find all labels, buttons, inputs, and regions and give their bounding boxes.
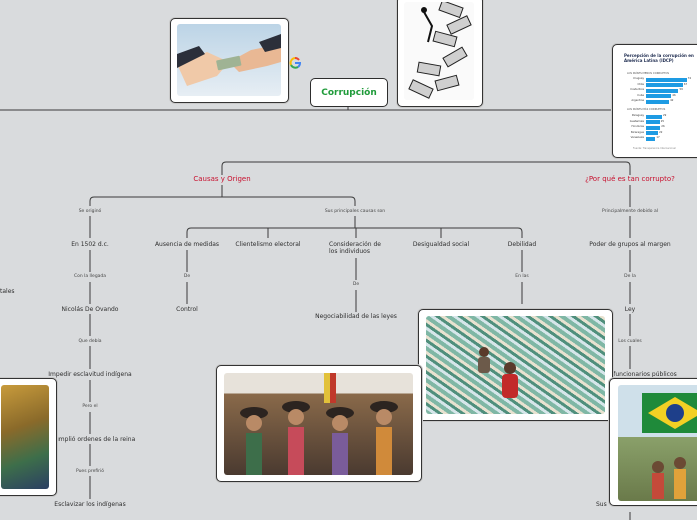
node-impedir[interactable]: Impedir esclavitud indígena xyxy=(48,371,131,378)
infographic-country-label: Honduras xyxy=(632,125,644,128)
infographic-row: Cuba 46 xyxy=(621,94,697,99)
infographic-country-label: Venezuela xyxy=(631,136,644,139)
node-de-1[interactable]: De xyxy=(184,274,190,279)
handshake-image-card[interactable] xyxy=(170,18,289,103)
handshake-image xyxy=(177,24,281,96)
infographic-country-label: Nicaragua xyxy=(631,131,644,134)
node-de-2[interactable]: De xyxy=(353,282,359,287)
infographic-country-label: Paraguay xyxy=(632,114,644,117)
infographic-bar xyxy=(646,131,658,135)
infographic-value-label: 74 xyxy=(688,77,691,80)
infographic-country-label: Chile xyxy=(638,83,645,86)
branch-title-causes[interactable]: Causas y Origen xyxy=(193,175,250,183)
protest-image xyxy=(224,373,413,475)
infographic-bar xyxy=(646,83,683,87)
node-esclavizar[interactable]: Esclavizar los indígenas xyxy=(54,501,125,508)
infographic-value-label: 42 xyxy=(670,99,673,102)
node-clientelismo[interactable]: Clientelismo electoral xyxy=(235,241,300,248)
node-pues-prefirio[interactable]: Pues prefirió xyxy=(76,469,104,474)
infographic-bar xyxy=(646,120,660,124)
infographic-footer: Fuente: Transparencia Internacional xyxy=(633,147,676,150)
node-tales[interactable]: tales xyxy=(0,288,15,295)
bottles-image-card[interactable] xyxy=(418,309,613,421)
node-debilidad[interactable]: Debilidad xyxy=(508,241,536,248)
bottles-image xyxy=(426,316,605,414)
brazil-protest-image xyxy=(618,385,697,501)
infographic-card[interactable]: Percepción de la corrupción en América L… xyxy=(612,44,697,158)
infographic-value-label: 17 xyxy=(656,136,659,139)
group1-heading: LOS PAÍSES MENOS CORRUPTOS xyxy=(627,72,669,75)
infographic-bar xyxy=(646,100,669,104)
node-que-debia[interactable]: Que debía xyxy=(78,339,101,344)
brazil-protest-card[interactable] xyxy=(609,378,697,506)
money-cartoon-card[interactable] xyxy=(397,0,483,107)
infographic-row: Argentina 42 xyxy=(621,99,697,104)
infographic-row: Chile 67 xyxy=(621,83,697,88)
node-de-la[interactable]: De la xyxy=(624,274,636,279)
google-icon[interactable] xyxy=(289,54,301,66)
infographic-value-label: 59 xyxy=(679,88,682,91)
infographic-value-label: 22 xyxy=(659,131,662,134)
painting-image-card[interactable] xyxy=(0,378,57,496)
infographic-row: Costa Rica 59 xyxy=(621,88,697,93)
node-poder[interactable]: Poder de grupos al margen xyxy=(589,241,670,248)
infographic-row: Uruguay 74 xyxy=(621,77,697,82)
node-cumplio[interactable]: umplió ordenes de la reina xyxy=(55,436,135,443)
infographic-value-label: 29 xyxy=(663,114,666,117)
central-topic[interactable]: Corrupción xyxy=(310,78,388,107)
node-funcionarios[interactable]: funcionarios públicos xyxy=(613,371,677,378)
infographic-bar xyxy=(646,78,687,82)
infographic-row: Venezuela 17 xyxy=(621,136,697,141)
infographic-country-label: Guatemala xyxy=(630,120,644,123)
protest-image-card[interactable] xyxy=(216,365,422,482)
infographic-bar xyxy=(646,137,655,141)
infographic-bar xyxy=(646,126,660,130)
infographic-value-label: 26 xyxy=(661,125,664,128)
node-control[interactable]: Control xyxy=(176,306,198,313)
node-pero-el[interactable]: Pero el xyxy=(82,404,97,409)
infographic-row: Guatemala 25 xyxy=(621,120,697,125)
infographic-country-label: Cuba xyxy=(637,94,644,97)
node-principalmente[interactable]: Principalmente debido al xyxy=(602,209,658,214)
branch-title-why[interactable]: ¿Por qué es tan corrupto? xyxy=(585,175,675,183)
node-consideracion[interactable]: Consideración de los individuos xyxy=(329,241,387,255)
node-sus[interactable]: Sus xyxy=(596,501,607,508)
infographic-country-label: Argentina xyxy=(631,99,644,102)
infographic-country-label: Uruguay xyxy=(633,77,644,80)
infographic-row: Nicaragua 22 xyxy=(621,131,697,136)
group2-heading: LOS PAÍSES MÁS CORRUPTOS xyxy=(627,108,665,111)
node-se-origino[interactable]: Se originó xyxy=(79,209,102,214)
node-los-cuales[interactable]: Los cuales xyxy=(618,339,641,344)
painting-image xyxy=(1,385,49,489)
infographic-title: Percepción de la corrupción en América L… xyxy=(624,53,697,63)
infographic-value-label: 25 xyxy=(661,120,664,123)
infographic-bar xyxy=(646,89,678,93)
node-ovando[interactable]: Nicolás De Ovando xyxy=(62,306,119,313)
infographic-value-label: 67 xyxy=(684,83,687,86)
money-cartoon-image xyxy=(404,2,474,100)
node-ley[interactable]: Ley xyxy=(625,306,635,313)
node-con-la-llegada[interactable]: Con la llegada xyxy=(74,274,106,279)
infographic-row: Paraguay 29 xyxy=(621,114,697,119)
infographic-row: Honduras 26 xyxy=(621,125,697,130)
node-sus-principales[interactable]: Sus principales causas son xyxy=(325,209,385,214)
infographic-image: Percepción de la corrupción en América L… xyxy=(621,51,697,151)
node-en-las[interactable]: En las xyxy=(515,274,528,279)
infographic-country-label: Costa Rica xyxy=(630,88,644,91)
infographic-bar xyxy=(646,94,671,98)
node-year[interactable]: En 1502 d.c. xyxy=(71,241,109,248)
infographic-value-label: 46 xyxy=(672,94,675,97)
node-negociabilidad[interactable]: Negociabilidad de las leyes xyxy=(315,313,397,320)
node-ausencia[interactable]: Ausencia de medidas xyxy=(155,241,219,248)
node-desigualdad[interactable]: Desigualdad social xyxy=(413,241,469,248)
infographic-bar xyxy=(646,115,662,119)
